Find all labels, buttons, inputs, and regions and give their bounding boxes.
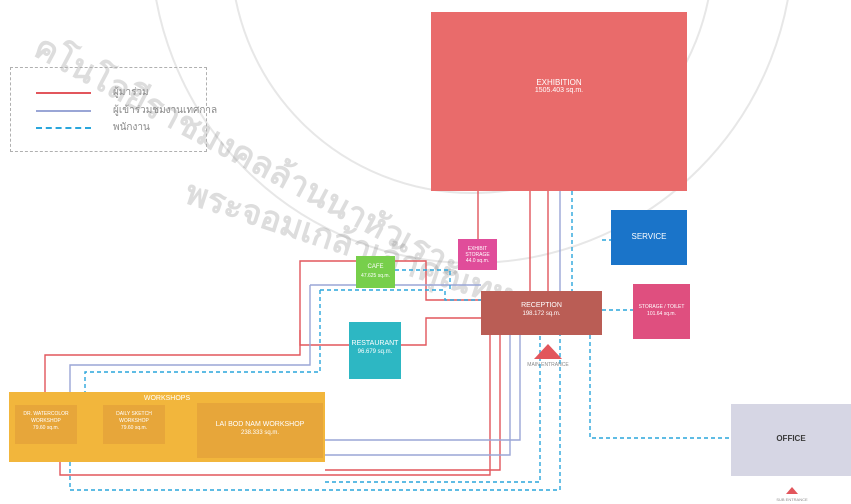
reception-area: 198.172 sq.m. [522,311,561,317]
restaurant-name: RESTAURANT [351,340,399,347]
legend-swatch-staff [36,127,91,129]
workshops-zone: WORKSHOPS DR. WATERCOLOR WORKSHOP 79.60 … [9,392,325,462]
office-name: OFFICE [776,434,806,443]
main-entrance-marker-icon [534,344,562,359]
restaurant-area: 96.679 sq.m. [357,349,393,355]
storage-toilet-space: STORAGE / TOILET 101.64 sq.m. [633,284,690,339]
legend-item-festival: ผู้เข้าร่วมชมงานเทศกาล [11,103,217,119]
legend: ผู้มาร่วม ผู้เข้าร่วมชมงานเทศกาล พนักงาน [10,67,217,152]
lai-bod-nam-workshop-name: LAI BOD NAM WORKSHOP [215,421,305,428]
cafe-name: CAFE [367,264,384,270]
main-entrance-label: MAIN ENTRANCE [527,362,569,368]
festival-path-5 [325,335,521,441]
staff-path-workshops [325,335,541,483]
office-space: OFFICE [731,404,851,476]
legend-item-staff: พนักงาน [11,120,206,136]
watercolor-workshop-area: 79.60 sq.m. [32,425,60,431]
reception-space: RECEPTION 198.172 sq.m. [481,291,602,335]
visitor-path-restaurant-loop [299,300,349,346]
staff-path-reception-cafe [395,269,451,291]
visitor-path-to-workshops [44,330,301,392]
watercolor-workshop-name: DR. WATERCOLOR WORKSHOP [23,411,69,424]
legend-label-staff: พนักงาน [113,122,150,133]
legend-swatch-visitors [36,92,91,94]
service-space: SERVICE [611,210,687,265]
service-name: SERVICE [631,232,667,241]
exhibit-storage-name: EXHIBIT STORAGE [465,246,490,258]
staff-path-office [589,335,731,439]
festival-path-3 [325,335,511,456]
staff-path-cafe [320,289,481,301]
reception-name: RECEPTION [521,302,562,309]
staff-path-workshops-bottom [69,335,561,491]
legend-label-festival: ผู้เข้าร่วมชมงานเทศกาล [113,105,218,116]
sketch-workshop: DAILY SKETCH WORKSHOP 79.60 sq.m. [103,405,165,444]
sketch-workshop-area: 79.60 sq.m. [120,425,148,431]
exhibition-name: EXHIBITION [536,78,582,87]
festival-path-2 [69,285,311,392]
legend-item-visitors: ผู้มาร่วม [11,85,206,101]
visitor-path-workshops-bottom [325,335,501,471]
lai-bod-nam-workshop-area: 238.333 sq.m. [240,430,280,436]
cafe-space: CAFE 47.625 sq.m. [356,256,395,288]
storage-toilet-name: STORAGE / TOILET [638,304,685,310]
legend-swatch-festival [36,110,91,112]
exhibition-area: 1505.403 sq.m. [534,87,584,94]
watercolor-workshop: DR. WATERCOLOR WORKSHOP 79.60 sq.m. [15,405,77,444]
cafe-area: 47.625 sq.m. [361,273,390,279]
sub-entrance-marker-icon [786,487,798,494]
visitor-path-restaurant-loop-b [401,317,481,346]
exhibit-storage-area: 44.0 sq.m. [465,258,490,264]
sub-entrance-label: SUB ENTRANCE [776,497,808,502]
storage-toilet-area: 101.64 sq.m. [647,311,676,317]
workshops-title: WORKSHOPS [143,395,191,402]
lai-bod-nam-workshop: LAI BOD NAM WORKSHOP 238.333 sq.m. [197,403,323,458]
exhibit-storage-space: EXHIBIT STORAGE 44.0 sq.m. [458,239,497,270]
legend-label-visitors: ผู้มาร่วม [113,87,149,98]
exhibition-space: EXHIBITION 1505.403 sq.m. [431,12,687,191]
staff-path-restaurant [84,290,321,392]
sketch-workshop-name: DAILY SKETCH WORKSHOP [116,411,152,424]
restaurant-space: RESTAURANT 96.679 sq.m. [349,322,401,379]
visitor-path-workshop-bottom-2 [59,335,491,476]
